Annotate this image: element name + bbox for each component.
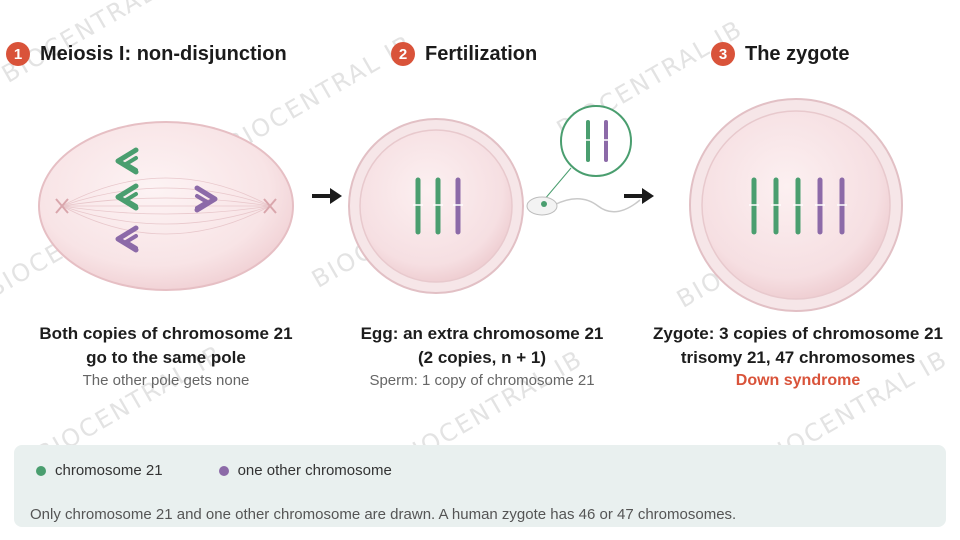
down-syndrome-label: Down syndrome [735, 372, 861, 389]
step-2-caption: Egg: an extra chromosome 21 (2 copies, n… [327, 322, 637, 392]
process-illustration [38, 98, 903, 312]
caption-subtext: The other pole gets none [82, 372, 250, 389]
caption-line: Both copies of chromosome 21 [39, 324, 293, 343]
step-3-title: 3 The zygote [711, 42, 849, 66]
sperm-zoom-callout [560, 105, 632, 177]
egg-cell [348, 118, 524, 294]
legend-panel: chromosome 21 one other chromosome Only … [14, 445, 946, 527]
caption-line: trisomy 21, 47 chromosomes [680, 348, 916, 367]
arrow-icon [624, 188, 654, 204]
caption-line: Zygote: 3 copies of chromosome 21 [652, 324, 943, 343]
legend-label: chromosome 21 [55, 462, 163, 479]
step-title-text: Meiosis I: non-disjunction [40, 42, 287, 65]
spindle-pole-left [55, 198, 69, 214]
step-3-caption: Zygote: 3 copies of chromosome 21 trisom… [643, 322, 953, 392]
legend-items: chromosome 21 one other chromosome [36, 462, 448, 479]
legend-item-chromosome-21: chromosome 21 [36, 462, 163, 479]
caption-line: (2 copies, n + 1) [417, 348, 546, 367]
legend-item-other-chromosome: one other chromosome [218, 462, 392, 479]
caption-line: Egg: an extra chromosome 21 [360, 324, 604, 343]
green-dot-icon [36, 465, 46, 476]
step-number-badge: 3 [711, 42, 735, 66]
spindle-pole-right [263, 198, 277, 214]
step-2-title: 2 Fertilization [391, 42, 537, 66]
zygote-cell [689, 98, 903, 312]
other-chromosome [194, 185, 218, 213]
chromosome-21 [115, 183, 139, 211]
step-title-text: The zygote [745, 42, 850, 65]
chromosome-21 [115, 147, 139, 175]
legend-label: one other chromosome [237, 462, 392, 479]
purple-dot-icon [218, 465, 229, 476]
dividing-cell [38, 121, 294, 291]
other-chromosome [115, 225, 139, 253]
caption-subtext: Sperm: 1 copy of chromosome 21 [369, 372, 595, 389]
sperm-cell [526, 167, 641, 216]
step-number-badge: 2 [391, 42, 415, 66]
step-1-title: 1 Meiosis I: non-disjunction [6, 42, 287, 66]
step-title-text: Fertilization [425, 42, 538, 65]
step-number-badge: 1 [6, 42, 30, 66]
legend-note: Only chromosome 21 and one other chromos… [30, 506, 737, 523]
arrow-icon [312, 188, 342, 204]
caption-line: go to the same pole [86, 348, 246, 367]
step-1-caption: Both copies of chromosome 21 go to the s… [11, 322, 321, 392]
